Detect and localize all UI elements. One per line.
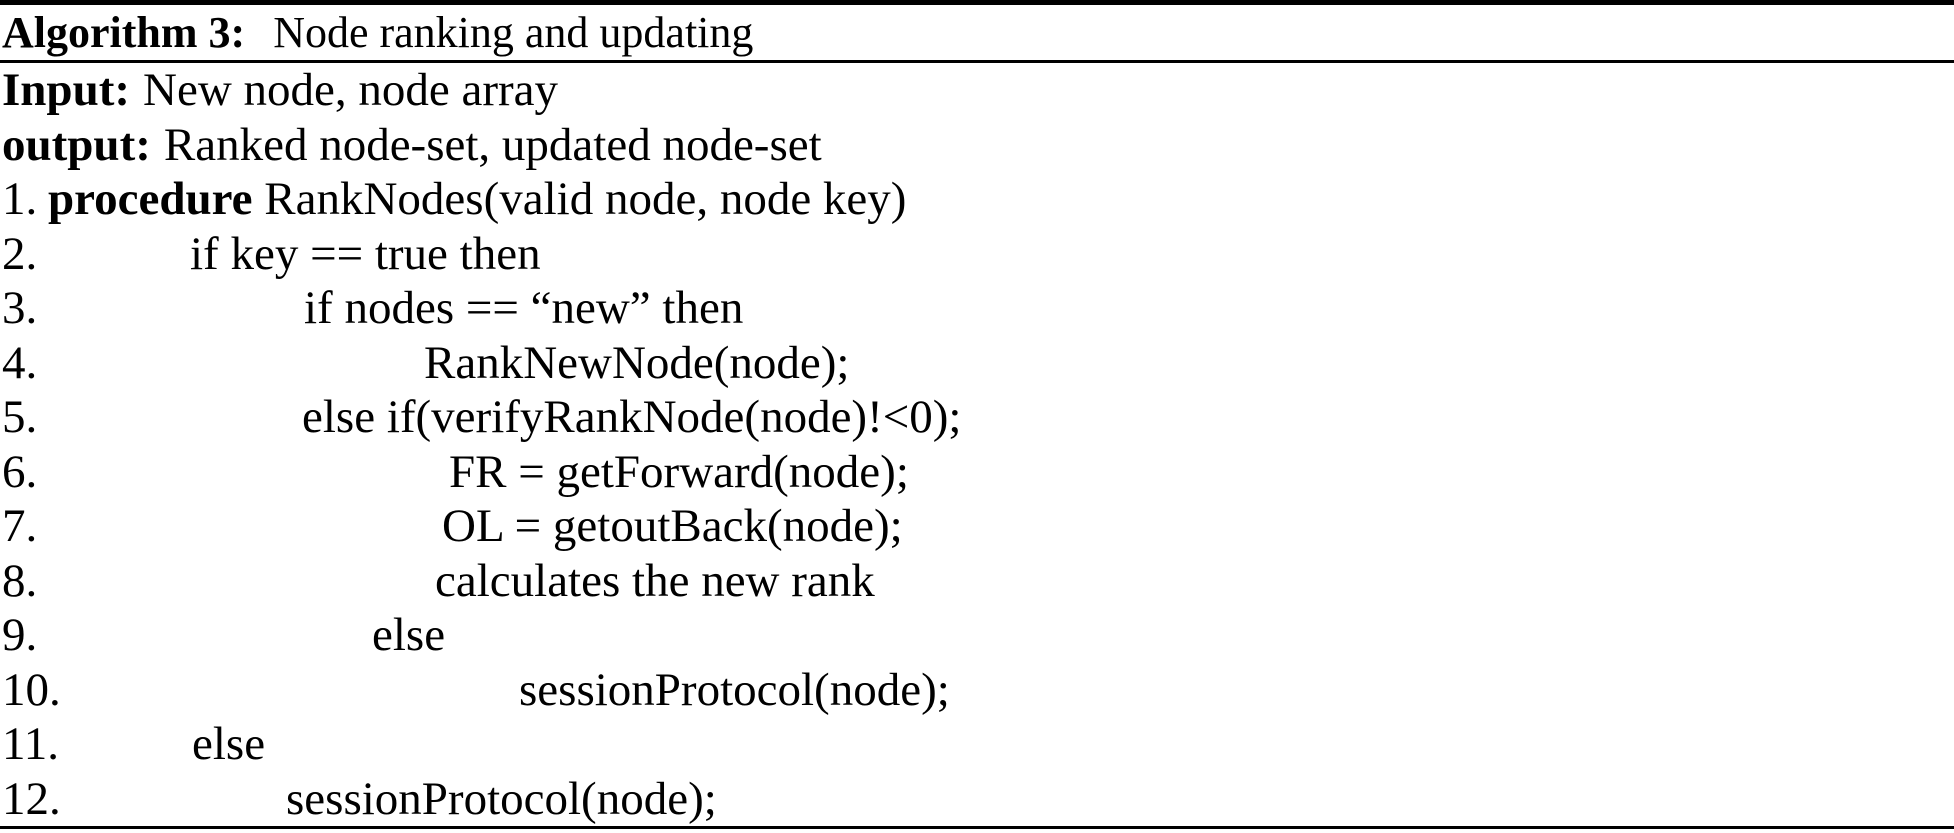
code-line-2: 2. if key == true then: [0, 227, 1954, 282]
line-number: 3.: [2, 282, 38, 334]
line-text: RankNodes(valid node, node key): [264, 173, 907, 225]
algorithm-title: Node ranking and updating: [273, 8, 754, 57]
output-text: Ranked node-set, updated node-set: [163, 118, 822, 171]
input-label: Input:: [2, 64, 131, 116]
keyword-procedure: procedure: [48, 173, 265, 225]
line-text: sessionProtocol(node);: [519, 663, 950, 716]
code-line-7: 7. OL = getoutBack(node);: [0, 499, 1954, 554]
line-number: 1.: [2, 173, 38, 225]
algorithm-caption: Algorithm 3: Node ranking and updating: [0, 5, 1954, 60]
line-text: sessionProtocol(node);: [286, 772, 717, 825]
line-number: 8.: [2, 554, 38, 607]
caption-divider-rule: [0, 60, 1954, 63]
algorithm-label: Algorithm 3:: [2, 8, 246, 57]
line-text: OL = getoutBack(node);: [442, 500, 903, 552]
algorithm-body: Input:New node, node array output:Ranked…: [0, 63, 1954, 826]
output-label: output:: [2, 118, 151, 171]
line-number: 5.: [2, 391, 38, 443]
line-number: 9.: [2, 609, 38, 661]
top-rule: [0, 0, 1954, 5]
line-number: 4.: [2, 336, 38, 389]
line-number: 11.: [2, 718, 60, 770]
line-text: else: [372, 609, 446, 661]
code-line-9: 9. else: [0, 608, 1954, 663]
code-line-4: 4. RankNewNode(node);: [0, 336, 1954, 391]
output-line: output:Ranked node-set, updated node-set: [0, 118, 1954, 173]
code-line-5: 5. else if(verifyRankNode(node)!<0);: [0, 390, 1954, 445]
line-text: FR = getForward(node);: [449, 445, 909, 498]
line-text: if nodes == “new” then: [304, 282, 744, 334]
code-line-10: 10. sessionProtocol(node);: [0, 663, 1954, 718]
code-line-8: 8. calculates the new rank: [0, 554, 1954, 609]
code-line-6: 6. FR = getForward(node);: [0, 445, 1954, 500]
bottom-rule: [0, 826, 1954, 829]
line-number: 12.: [2, 772, 61, 825]
input-line: Input:New node, node array: [0, 63, 1954, 118]
line-number: 7.: [2, 500, 38, 552]
input-text: New node, node array: [143, 64, 559, 116]
line-text: else: [192, 718, 266, 770]
line-number: 6.: [2, 445, 38, 498]
code-line-1: 1. procedure RankNodes(valid node, node …: [0, 172, 1954, 227]
line-text: calculates the new rank: [435, 554, 875, 607]
line-text: RankNewNode(node);: [424, 336, 850, 389]
code-line-11: 11. else: [0, 717, 1954, 772]
line-number: 2.: [2, 227, 38, 280]
code-line-3: 3. if nodes == “new” then: [0, 281, 1954, 336]
line-text: else if(verifyRankNode(node)!<0);: [302, 391, 962, 443]
line-number: 10.: [2, 663, 61, 716]
line-text: if key == true then: [190, 227, 541, 280]
code-line-12: 12. sessionProtocol(node);: [0, 772, 1954, 827]
